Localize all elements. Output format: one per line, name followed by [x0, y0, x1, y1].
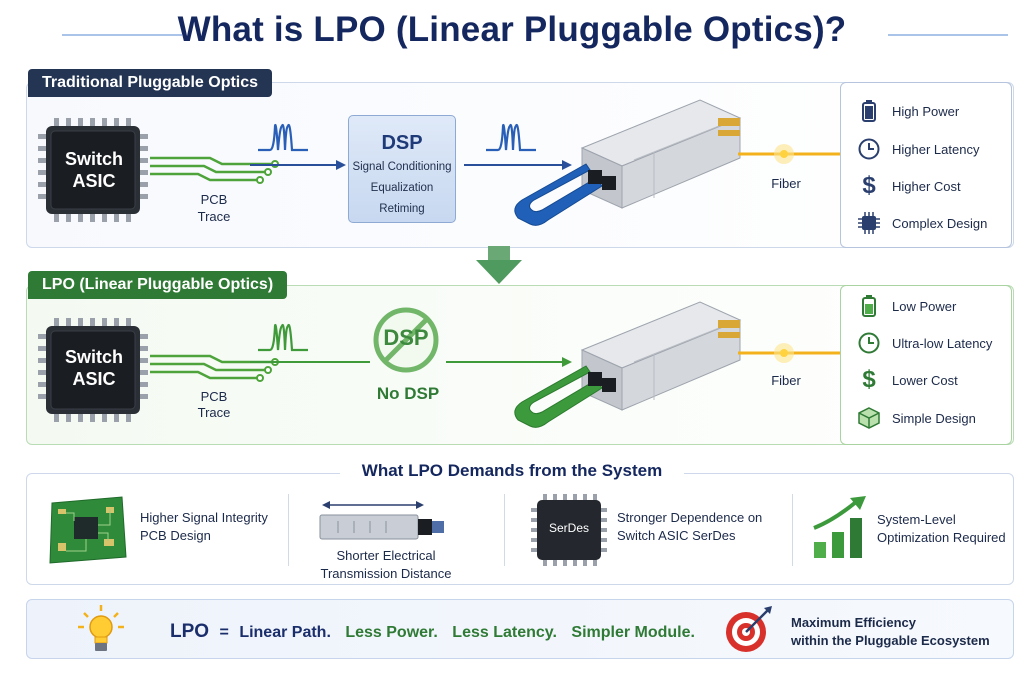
demands-title: What LPO Demands from the System [340, 461, 684, 481]
switch-asic-chip-icon-lpo [38, 318, 148, 422]
demands-panel [26, 473, 1014, 585]
demand-divider-1 [288, 494, 289, 566]
fiber-label-lpo: Fiber [771, 373, 801, 388]
drawback-high-power: High Power [856, 99, 959, 123]
fiber-line-lpo [738, 343, 842, 363]
benefit-latency: Ultra-low Latency [856, 331, 992, 355]
target-icon [726, 606, 772, 652]
page-title: What is LPO (Linear Pluggable Optics)? [177, 10, 847, 49]
dollar-icon: $ [862, 172, 876, 199]
cube-icon [856, 406, 882, 430]
summary-right-text: Maximum Efficiency within the Pluggable … [791, 614, 990, 650]
demand-1-line2: PCB Design [140, 528, 211, 543]
summary-right-line2: within the Pluggable Ecosystem [791, 633, 990, 648]
serdes-chip-icon [531, 494, 607, 566]
arrow-to-module-lpo [446, 357, 572, 367]
no-dsp-label: No DSP [376, 384, 440, 403]
drawback-latency: Higher Latency [856, 137, 979, 161]
drawback-cost: $ Higher Cost [856, 172, 960, 199]
summary-part-4: Simpler Module. [571, 624, 695, 641]
lpo-pcb-label-line1: PCB [200, 389, 228, 404]
dsp-block: DSP Signal Conditioning Equalization Ret… [348, 115, 456, 223]
lpo-pcb-label-line2: Trace [197, 405, 231, 420]
title-rule-right [888, 34, 1008, 36]
dsp-line-3: Retiming [379, 203, 425, 215]
battery-full-icon [856, 99, 882, 123]
lightbulb-icon [78, 605, 124, 651]
switch-asic-chip-icon [38, 118, 148, 222]
lpo-tag: LPO (Linear Pluggable Optics) [28, 271, 288, 299]
no-dsp-icon [373, 307, 439, 373]
benefit-low-power: Low Power [856, 294, 956, 318]
summary-key: LPO [170, 621, 210, 642]
summary-part-2: Less Power. [345, 624, 438, 641]
demand-4-line1: System-Level [877, 512, 956, 527]
traditional-tag: Traditional Pluggable Optics [28, 69, 273, 97]
demand-3-line1: Stronger Dependence on [617, 510, 763, 525]
no-dsp-symbol-text: DSP [383, 325, 429, 350]
demand-divider-2 [504, 494, 505, 566]
chip-label-line1: Switch [64, 149, 123, 169]
demand-4-line2: Optimization Required [877, 530, 1006, 545]
arrow-to-dsp [250, 160, 346, 170]
fiber-label-traditional: Fiber [771, 176, 801, 191]
lpo-chip-label-line1: Switch [64, 347, 123, 367]
signal-pulse-icon-2 [486, 123, 536, 152]
pcb-label-line1: PCB [200, 192, 228, 207]
summary-equals: = [219, 624, 229, 641]
summary-part-1: Linear Path. [239, 624, 331, 641]
chip-label-line2: ASIC [72, 171, 116, 191]
summary-bar [26, 599, 1014, 659]
chip-icon [856, 211, 882, 235]
signal-pulse-icon [258, 123, 308, 152]
demand-divider-3 [792, 494, 793, 566]
serdes-chip-label: SerDes [548, 521, 589, 535]
title-rule-left [62, 34, 182, 36]
pcb-label-line2: Trace [197, 209, 231, 224]
clock-icon [856, 137, 882, 161]
demand-3-line2: Switch ASIC SerDes [617, 528, 736, 543]
dollar-icon: $ [862, 366, 876, 393]
clock-icon [856, 331, 882, 355]
summary-part-3: Less Latency. [452, 624, 557, 641]
lpo-trace-to-nodsp [250, 361, 370, 363]
summary-right-line1: Maximum Efficiency [791, 615, 916, 630]
transition-down-arrow-icon [476, 246, 522, 284]
optical-module-blue-icon [514, 99, 742, 226]
pcb-board-icon [49, 496, 127, 564]
growth-chart-icon [813, 496, 866, 558]
fiber-line-traditional [738, 144, 842, 164]
benefit-cost: $ Lower Cost [856, 366, 957, 393]
lpo-chip-label-line2: ASIC [72, 369, 116, 389]
drawback-complex: Complex Design [856, 211, 987, 235]
dsp-title: DSP [381, 132, 423, 154]
pcb-trace-lines-lpo [150, 354, 279, 382]
summary-formula: LPO = Linear Path. Less Power. Less Late… [170, 621, 705, 643]
dsp-line-1: Signal Conditioning [352, 161, 452, 173]
demand-2-line2: Transmission Distance [320, 566, 452, 581]
arrow-to-module [464, 160, 572, 170]
battery-low-icon [856, 294, 882, 318]
short-distance-module-icon [319, 501, 444, 540]
dsp-line-2: Equalization [370, 182, 434, 194]
signal-pulse-icon-lpo [258, 323, 308, 352]
demand-1-line1: Higher Signal Integrity [140, 510, 268, 525]
demand-2-line1: Shorter Electrical [336, 548, 436, 563]
optical-module-green-icon [514, 301, 742, 428]
benefit-simple: Simple Design [856, 406, 976, 430]
